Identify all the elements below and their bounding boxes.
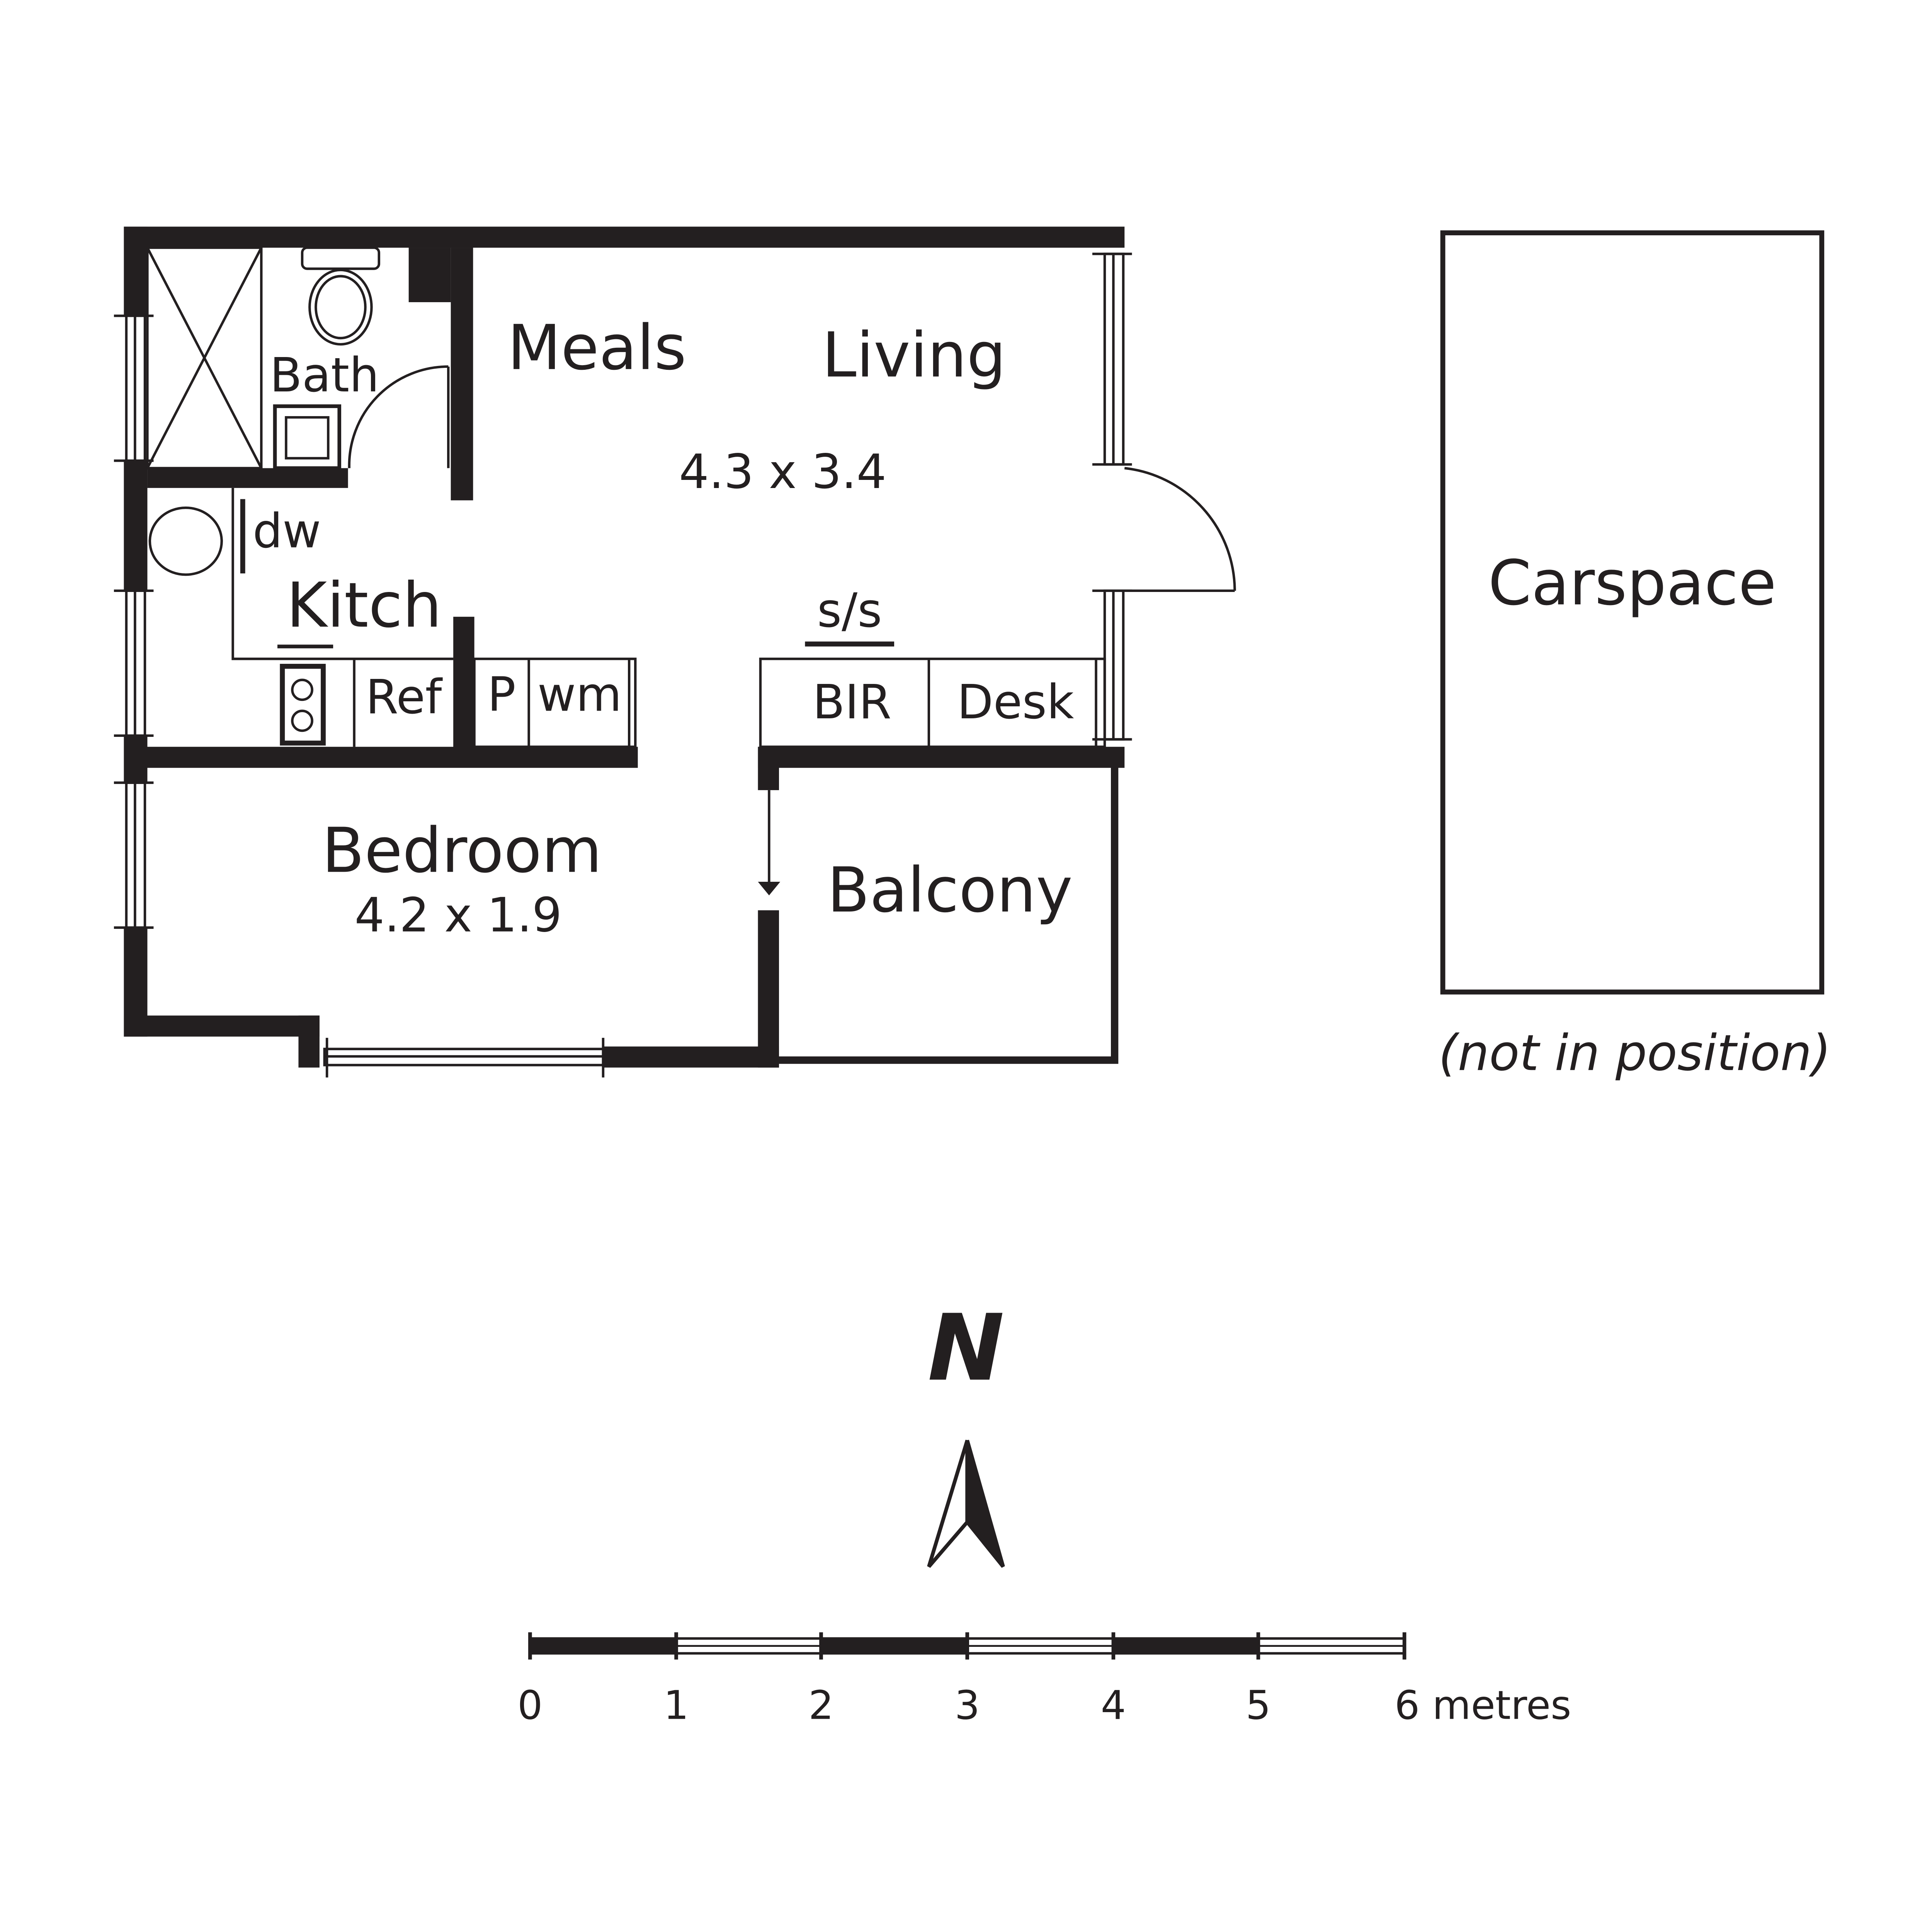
scale-tick-label: 2 [808, 1683, 833, 1729]
north-arrow: N [927, 1295, 1005, 1568]
room-labels: Meals Living 4.3 x 3.4 Bath dw Kitch s/s… [253, 311, 1074, 942]
label-ref: Ref [366, 670, 443, 724]
fixtures [146, 246, 1106, 748]
scale-tick-label: 0 [517, 1683, 543, 1729]
pantry-wm-cabinets [473, 657, 637, 748]
door-bath [348, 365, 450, 468]
label-balcony: Balcony [827, 854, 1073, 926]
west-wall-mid1 [124, 461, 148, 591]
balcony-door-jamb [758, 747, 779, 790]
label-living: Living [822, 319, 1006, 391]
walls [124, 226, 1125, 1068]
balcony-outline [779, 764, 1119, 1064]
label-kitch: Kitch [286, 569, 442, 641]
bedroom-east-wall [758, 910, 779, 1068]
label-bir: BIR [813, 675, 891, 730]
south-wall-step [298, 1015, 320, 1068]
scale-tick-label: 4 [1101, 1683, 1126, 1729]
window-east-desk [1092, 589, 1132, 741]
window-west-bedroom [114, 781, 154, 929]
window-west-kitchen [114, 589, 154, 737]
carspace-outline [1440, 230, 1825, 995]
door-balcony-sliding [758, 790, 781, 896]
label-bath: Bath [270, 348, 379, 403]
label-bedroom: Bedroom [322, 814, 602, 886]
bedroom-north-wall-east [758, 747, 1125, 768]
kitchen-partition [453, 617, 474, 753]
scale-bar-segments [528, 1632, 1406, 1660]
west-wall-upper [124, 226, 148, 316]
bath-wall-east [451, 248, 473, 500]
scale-bar: 0 1 2 3 4 5 6 metres [517, 1632, 1571, 1729]
doors [348, 365, 1236, 896]
window-east-living [1092, 252, 1132, 466]
bath-stub [408, 248, 451, 303]
sink-icon [148, 506, 223, 576]
north-wall [124, 226, 1125, 248]
label-living-dims: 4.3 x 3.4 [679, 444, 886, 499]
scale-tick-label: 6 metres [1395, 1683, 1571, 1729]
label-pantry: P [487, 667, 515, 722]
north-label: N [928, 1295, 1004, 1401]
toilet-icon [301, 246, 380, 346]
bedroom-north-wall-west [124, 747, 638, 768]
window-south-bedroom [323, 1037, 605, 1078]
label-meals: Meals [507, 311, 686, 384]
label-wm: wm [537, 667, 622, 722]
door-entry [1124, 467, 1236, 592]
carspace-note: (not in position) [1439, 1024, 1831, 1082]
bir-desk-cabinets [759, 657, 1106, 748]
scale-tick-label: 5 [1246, 1683, 1271, 1729]
kitchen-bench [231, 488, 454, 660]
bath-kitchen-wall [147, 468, 348, 488]
scale-tick-label: 3 [955, 1683, 980, 1729]
label-desk: Desk [957, 675, 1074, 730]
label-dw: dw [253, 504, 321, 559]
scale-bar-labels: 0 1 2 3 4 5 6 metres [517, 1683, 1571, 1729]
windows [114, 252, 1132, 1078]
carspace: Carspace (not in position) [1439, 230, 1831, 1082]
cooktop-icon [277, 645, 333, 746]
label-ss: s/s [817, 583, 882, 638]
shower [146, 246, 263, 469]
south-wall-west [124, 1015, 320, 1037]
carspace-label: Carspace [1488, 547, 1776, 619]
south-wall-east [603, 1046, 779, 1068]
label-bedroom-dims: 4.2 x 1.9 [354, 888, 562, 942]
vanity-basin [273, 404, 342, 470]
north-arrow-icon [927, 1440, 1005, 1568]
scale-tick-label: 1 [663, 1683, 689, 1729]
